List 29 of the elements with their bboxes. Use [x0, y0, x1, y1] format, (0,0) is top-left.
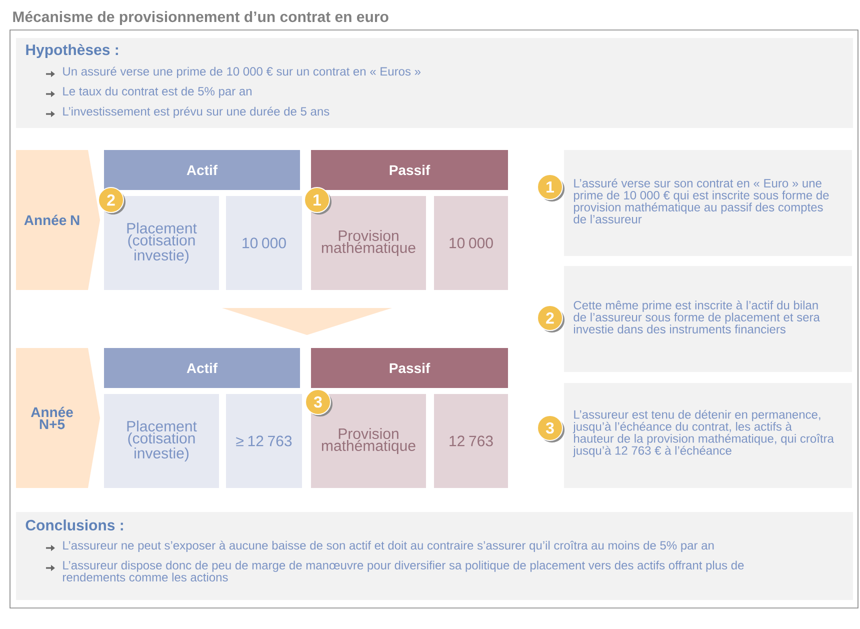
title: Mécanisme de provisionnement d’un contrat en euro — [13, 10, 388, 26]
bullet-text: Le taux du contrat est de 5% par an — [63, 86, 252, 98]
year-chevron: Année N — [16, 150, 100, 290]
bullet-text: Un assuré verse une prime de 10 000 € sur un contrat en « Euros » — [63, 66, 420, 78]
note-box: Cette même prime est inscrite à l’actif du bilan de l’assureur sous forme de placement et sera investie dans des instruments financiers — [564, 266, 852, 372]
bullet-text: L’assureur ne peut s’exposer à aucune baisse de son actif et doit au contraire s’assurer qu’il croîtra au moins de 5% par an — [63, 540, 714, 552]
column-header: Passif — [311, 348, 508, 388]
column-header: Passif — [311, 150, 508, 190]
panel-heading: Conclusions : — [26, 519, 123, 530]
table-cell: 10 000 — [434, 196, 508, 290]
number-badge: 3 — [305, 389, 332, 416]
bullet-text: L’assureur dispose donc de peu de marge de manœuvre pour diversifier sa politique de placement vers des actifs offrant plus de rendements comme les actions — [63, 560, 744, 582]
panel-heading: Hypothèses : — [26, 44, 118, 58]
bullet-text: L’investissement est prévu sur une durée de 5 ans — [63, 106, 330, 118]
year-chevron: Année N+5 — [16, 348, 100, 488]
note-box: L’assuré verse sur son contrat en « Euro » une prime de 10 000 € qui est inscrite sous forme de provision mathématique au passif des comptes de l’assureur — [564, 150, 852, 256]
number-badge: 1 — [304, 187, 332, 214]
table-cell: 12 763 — [434, 394, 508, 488]
column-header: Actif — [104, 348, 300, 388]
table-cell: ≥ 12 763 — [226, 394, 302, 488]
number-badge: 3 — [537, 415, 564, 442]
table-cell: 10 000 — [226, 196, 302, 290]
note-box: L’assureur est tenu de détenir en permanence, jusqu’à l’échéance du contrat, les actifs à hauteur de la provision mathématique, qui croîtra jusqu’à 12 763 € à l’échéance — [564, 383, 852, 488]
number-badge: 1 — [537, 174, 564, 202]
table-cell: Placement (cotisation investie) — [104, 394, 219, 488]
column-header: Actif — [104, 150, 300, 190]
number-badge: 2 — [98, 187, 126, 214]
number-badge: 2 — [537, 305, 564, 332]
down-chevron — [222, 308, 392, 335]
